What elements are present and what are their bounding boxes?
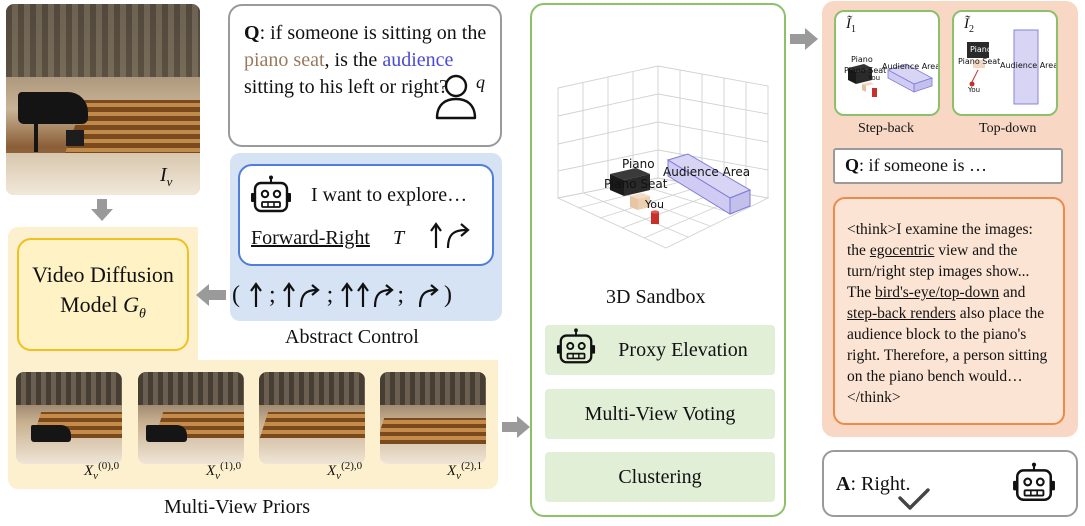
clustering-button[interactable]: Clustering: [545, 452, 775, 502]
down-arrow-icon: [91, 209, 113, 221]
piano-seat-label: Piano Seat: [844, 66, 886, 75]
explore-text: I want to explore…: [311, 184, 468, 206]
prior-label: Xv(0),0: [84, 460, 120, 482]
prior-frame: [259, 372, 365, 464]
multi-view-voting-button[interactable]: Multi-View Voting: [545, 389, 775, 439]
piano-label: Piano: [622, 157, 655, 171]
multi-view-priors-row: Xv(0),0 Xv(1),0 Xv(2),0 Xv(2),1: [16, 372, 496, 482]
robot-speech-bubble: [238, 164, 494, 266]
answer-text: A: Right.: [836, 473, 911, 495]
piano-seat-label: Piano Seat: [604, 177, 668, 191]
right-arrow-icon: [502, 416, 530, 438]
input-image-label: Iv: [160, 164, 173, 189]
audience-area-label: Audience Area: [663, 165, 750, 179]
forward-right-arrows-icon: [430, 222, 470, 249]
forward-arrow-icon: [341, 282, 354, 307]
view-title: Ĩ1: [846, 16, 856, 35]
think-box: <think>I examine the images: the egocent…: [833, 197, 1065, 425]
sandbox-3d-plot: Piano Piano Seat Audience Area You: [556, 65, 770, 249]
piano-seat-label: Piano Seat: [958, 57, 1000, 66]
you-label: You: [967, 86, 980, 94]
prior-label: Xv(1),0: [206, 460, 242, 482]
sandbox-caption: 3D Sandbox: [606, 286, 706, 308]
turn-right-arrow-icon: [374, 284, 395, 308]
prior-label: Xv(2),0: [327, 460, 363, 482]
forward-arrow-icon: [357, 282, 370, 307]
prior-frame: [16, 372, 122, 464]
video-diffusion-model-box: Video Diffusion Model Gθ: [17, 238, 189, 351]
audience-area-box: [666, 153, 752, 215]
top-down-render: Piano Piano Seat Audience Area You: [958, 29, 1058, 105]
action-sequence: ( ; ; ; ): [232, 278, 498, 312]
forward-arrow-icon: [250, 282, 262, 307]
vdm-line-2: Model Gθ: [60, 291, 146, 322]
you-label: You: [644, 198, 664, 211]
piano-label: Piano: [851, 55, 873, 64]
robot-icon: [1013, 462, 1055, 502]
multi-view-priors-title: Multi-View Priors: [164, 496, 311, 518]
action-variable: T: [393, 227, 405, 249]
check-icon: [898, 488, 930, 510]
turn-right-arrow-icon: [418, 284, 439, 308]
sequence-close: ): [444, 281, 453, 308]
right-arrow-icon: [790, 28, 818, 50]
prior-frame: [138, 372, 244, 464]
input-image: [6, 4, 200, 195]
prior-label: Xv(2),1: [447, 460, 483, 482]
prior-frame: [380, 372, 486, 464]
user-symbol: q: [476, 72, 485, 92]
step-back-render: Piano Piano Seat Audience Area You: [844, 55, 940, 97]
piano-label: Piano: [970, 45, 992, 54]
proxy-elevation-button[interactable]: Proxy Elevation: [545, 325, 775, 375]
audience-area-label: Audience Area: [882, 62, 940, 71]
step-back-view: Ĩ1 Piano Piano Seat Audience Area You: [834, 10, 940, 116]
top-down-view: Ĩ2 Piano Piano Seat Audience Area You: [952, 10, 1058, 116]
sequence-separator: ;: [326, 281, 334, 308]
step-back-caption: Step-back: [858, 121, 914, 136]
question-bubble: Q: if someone is sitting on the piano se…: [228, 4, 502, 147]
sequence-separator: ;: [397, 281, 405, 308]
audience-area-label: Audience Area: [1000, 61, 1058, 70]
top-down-caption: Top-down: [979, 121, 1037, 136]
piano-seat-block: [630, 193, 650, 210]
abstract-control-caption: Abstract Control: [285, 326, 419, 348]
user-icon: [435, 74, 477, 120]
turn-right-arrow-icon: [299, 284, 320, 308]
you-label: You: [867, 74, 880, 82]
action-label: Forward-Right: [251, 227, 370, 249]
view-title: Ĩ2: [964, 16, 974, 35]
vdm-line-1: Video Diffusion: [32, 261, 174, 287]
piano-block: [610, 168, 650, 196]
sequence-open: (: [232, 281, 240, 308]
left-arrow-icon: [196, 284, 226, 306]
forward-arrow-icon: [282, 282, 295, 307]
you-marker: [651, 210, 659, 224]
robot-icon: [251, 175, 291, 213]
question-short: Q: if someone is …: [833, 148, 1063, 184]
down-arrow-stem: [97, 199, 107, 209]
robot-icon: [556, 328, 596, 364]
answer-box: [822, 450, 1078, 517]
sequence-separator: ;: [269, 281, 276, 308]
